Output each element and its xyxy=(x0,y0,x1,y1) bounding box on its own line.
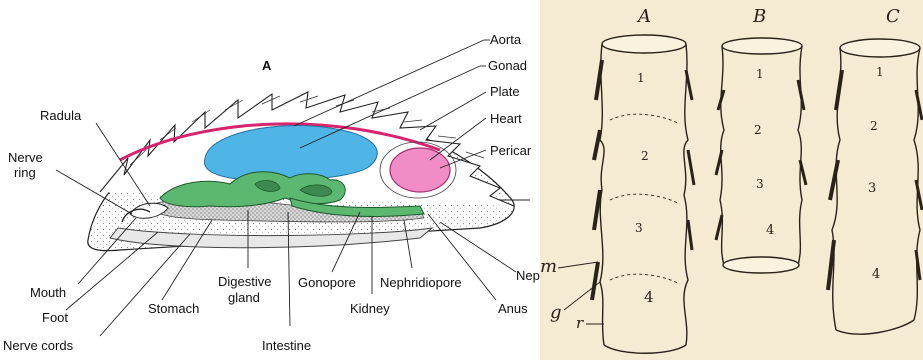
tube-b-number-1: 1 xyxy=(756,67,764,81)
tube-c-number-1: 1 xyxy=(876,65,884,79)
label-aorta: Aorta xyxy=(490,32,522,47)
label-mouth: Mouth xyxy=(30,285,66,300)
label-gonopore: Gonopore xyxy=(298,275,356,290)
label-kidney: Kidney xyxy=(350,301,390,316)
engraving-svg: A B C 1 2 3 4 m g r 1 2 3 4 xyxy=(540,0,923,360)
engraving-letter-c: C xyxy=(886,6,900,27)
label-nerve-cords: Nerve cords xyxy=(3,338,74,353)
tube-a-number-2: 2 xyxy=(641,149,649,163)
engraving-letter-a: A xyxy=(636,6,651,27)
chiton-anatomy-svg: A xyxy=(0,0,540,360)
tube-b-number-4: 4 xyxy=(766,223,774,238)
label-anus: Anus xyxy=(498,301,528,316)
letter-r: r xyxy=(576,314,584,332)
tube-c-number-3: 3 xyxy=(868,181,876,196)
label-nerve-ring-2: ring xyxy=(14,165,36,180)
chiton-anatomy-figure: A xyxy=(0,0,540,360)
label-digestive-gland-1: Digestive xyxy=(218,274,271,289)
panel-letter-a: A xyxy=(262,58,272,73)
heart-shape xyxy=(390,148,450,192)
label-stomach: Stomach xyxy=(148,301,199,316)
label-nephridiopore: Nephridiopore xyxy=(380,275,462,290)
tube-c-number-4: 4 xyxy=(872,267,880,282)
letter-g: g xyxy=(550,302,562,323)
label-nep: Nep xyxy=(516,268,540,283)
tube-a-number-3: 3 xyxy=(635,221,643,235)
label-nerve-ring-1: Nerve xyxy=(8,150,43,165)
label-plate: Plate xyxy=(490,84,520,99)
label-heart: Heart xyxy=(490,111,522,126)
engraving-figure: A B C 1 2 3 4 m g r 1 2 3 4 xyxy=(540,0,923,360)
tube-b-number-2: 2 xyxy=(754,123,762,137)
tube-c-number-2: 2 xyxy=(870,119,878,133)
tube-a-number-1: 1 xyxy=(637,71,645,85)
engraving-letter-b: B xyxy=(752,6,766,27)
label-gonad: Gonad xyxy=(488,58,527,73)
label-digestive-gland-2: gland xyxy=(228,290,260,305)
tube-a-number-4: 4 xyxy=(644,288,654,306)
label-radula: Radula xyxy=(40,108,82,123)
tube-b-number-3: 3 xyxy=(756,177,764,191)
label-pericardium: Pericar xyxy=(490,143,532,158)
label-foot: Foot xyxy=(42,310,68,325)
letter-m: m xyxy=(540,256,557,277)
label-intestine: Intestine xyxy=(262,338,311,353)
